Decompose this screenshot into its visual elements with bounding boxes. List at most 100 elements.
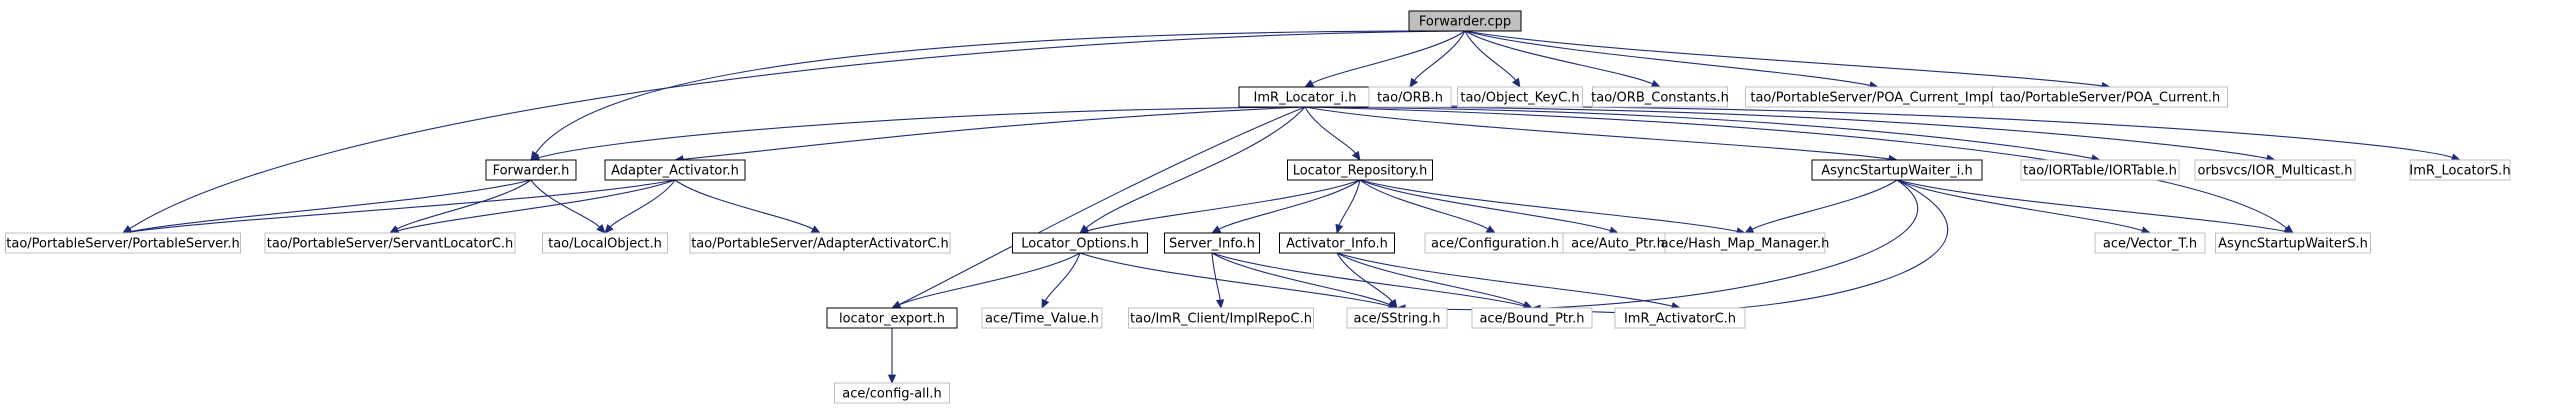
- node-box-server_info_h: [1164, 232, 1260, 254]
- node-ace_vector_t_h: ace/Vector_T.h: [2094, 232, 2206, 254]
- edge-forwarder_cpp-to-imr_locator_i_h: [1311, 30, 1466, 84]
- node-label-server_info_h: Server_Info.h: [1169, 237, 1255, 252]
- node-forwarder_h: Forwarder.h: [485, 159, 577, 181]
- edge-forwarder_cpp-to-tao_object_keyc_h: [1464, 30, 1517, 81]
- node-box-asyncstartupwaiter_i_h: [1811, 159, 1983, 181]
- node-box-locator_export_h: [826, 307, 958, 329]
- edge-activator_info_h-to-ace_sstring_h: [1336, 252, 1393, 302]
- node-label-ace_time_value_h: ace/Time_Value.h: [985, 312, 1099, 327]
- node-box-ace_vector_t_h: [2094, 232, 2206, 254]
- arrowhead-asyncstartupwaiter_i_h-to-ace_hash_map_manager_h: [1744, 225, 1755, 234]
- node-box-ace_sstring_h: [1346, 307, 1448, 329]
- node-label-asyncstartupwaiter_i_h: AsyncStartupWaiter_i.h: [1821, 164, 1973, 179]
- arrowhead-locator_options_h-to-ace_time_value_h: [1041, 298, 1050, 309]
- node-label-poa_current_h: tao/PortableServer/POA_Current.h: [2000, 91, 2220, 106]
- arrowhead-locator_repository_h-to-ace_configuration_h: [1485, 225, 1496, 234]
- arrowhead-forwarder_cpp-to-tao_orb_constants_h: [1650, 79, 1661, 88]
- node-label-iortable_h: tao/IORTable/IORTable.h: [2023, 164, 2177, 179]
- node-poa_current_impl_h: tao/PortableServer/POA_Current_Impl.h: [1745, 86, 2011, 108]
- edge-locator_repository_h-to-server_info_h: [1218, 179, 1361, 230]
- node-label-forwarder_cpp: Forwarder.cpp: [1419, 15, 1511, 30]
- node-tao_object_keyc_h: tao/Object_KeyC.h: [1457, 86, 1583, 108]
- node-label-adapter_activator_h: Adapter_Activator.h: [611, 164, 739, 179]
- node-asyncstartupwaiter_i_h: AsyncStartupWaiter_i.h: [1811, 159, 1983, 181]
- node-activator_info_h: Activator_Info.h: [1279, 232, 1395, 254]
- node-iortable_h: tao/IORTable/IORTable.h: [2020, 159, 2180, 181]
- edge-server_info_h-to-ace_sstring_h: [1211, 252, 1390, 306]
- node-box-imr_locators_h: [2409, 159, 2511, 181]
- edge-activator_info_h-to-ace_bound_ptr_h: [1336, 252, 1525, 306]
- node-label-ace_config_all_h: ace/config-all.h: [842, 387, 942, 402]
- edge-server_info_h-to-implrepoc_h: [1211, 252, 1221, 301]
- edge-asyncstartupwaiter_i_h-to-asyncstartupwaiters_h: [1896, 179, 2286, 232]
- node-box-tao_object_keyc_h: [1457, 86, 1583, 108]
- node-label-localobject_h: tao/LocalObject.h: [548, 237, 662, 252]
- arrowhead-adapter_activator_h-to-adapteractivatorc_h: [810, 225, 821, 234]
- node-label-ace_auto_ptr_h: ace/Auto_Ptr.h: [1571, 237, 1665, 252]
- edge-forwarder_h-to-servantlocatorc_h: [396, 179, 532, 230]
- node-portableserver_h: tao/PortableServer/PortableServer.h: [5, 232, 241, 254]
- node-label-portableserver_h: tao/PortableServer/PortableServer.h: [6, 237, 239, 252]
- edge-imr_locator_i_h-to-asyncstartupwaiters_h: [1304, 106, 2288, 229]
- edge-locator_options_h-to-ace_sstring_h: [1079, 252, 1390, 307]
- node-box-portableserver_h: [5, 232, 241, 254]
- node-box-ace_config_all_h: [834, 382, 950, 404]
- node-label-imr_locator_i_h: ImR_Locator_i.h: [1254, 91, 1357, 106]
- edge-adapter_activator_h-to-adapteractivatorc_h: [674, 179, 814, 230]
- node-implrepoc_h: tao/ImR_Client/ImplRepoC.h: [1128, 307, 1314, 329]
- edge-forwarder_cpp-to-forwarder_h: [535, 30, 1466, 154]
- node-label-tao_orb_constants_h: tao/ORB_Constants.h: [1591, 91, 1729, 106]
- edge-adapter_activator_h-to-localobject_h: [609, 179, 676, 228]
- node-ace_auto_ptr_h: ace/Auto_Ptr.h: [1562, 232, 1674, 254]
- node-box-poa_current_h: [1992, 86, 2228, 108]
- node-box-adapter_activator_h: [604, 159, 746, 181]
- node-adapteractivatorc_h: tao/PortableServer/AdapterActivatorC.h: [689, 232, 951, 254]
- node-tao_orb_constants_h: tao/ORB_Constants.h: [1591, 86, 1729, 108]
- node-label-ace_bound_ptr_h: ace/Bound_Ptr.h: [1479, 312, 1584, 327]
- node-localobject_h: tao/LocalObject.h: [542, 232, 668, 254]
- node-box-ior_multicast_h: [2194, 159, 2356, 181]
- edge-locator_options_h-to-ace_time_value_h: [1044, 252, 1081, 302]
- arrowhead-adapter_activator_h-to-localobject_h: [604, 223, 614, 234]
- node-ior_multicast_h: orbsvcs/IOR_Multicast.h: [2194, 159, 2356, 181]
- edge-imr_locator_i_h-to-forwarder_h: [538, 106, 1306, 159]
- node-label-ace_sstring_h: ace/SString.h: [1354, 312, 1441, 327]
- arrowhead-locator_repository_h-to-server_info_h: [1211, 225, 1222, 234]
- node-label-tao_object_keyc_h: tao/Object_KeyC.h: [1460, 91, 1579, 106]
- node-asyncstartupwaiters_h: AsyncStartupWaiterS.h: [2215, 232, 2371, 254]
- node-label-locator_repository_h: Locator_Repository.h: [1293, 164, 1428, 179]
- edge-forwarder_h-to-portableserver_h: [130, 179, 532, 233]
- node-label-implrepoc_h: tao/ImR_Client/ImplRepoC.h: [1130, 312, 1312, 327]
- node-box-locator_repository_h: [1287, 159, 1433, 181]
- arrowhead-server_info_h-to-implrepoc_h: [1216, 299, 1225, 309]
- node-label-servantlocatorc_h: tao/PortableServer/ServantLocatorC.h: [267, 237, 514, 252]
- node-box-forwarder_cpp: [1408, 10, 1522, 32]
- arrowhead-activator_info_h-to-ace_bound_ptr_h: [1522, 300, 1533, 309]
- node-label-locator_options_h: Locator_Options.h: [1021, 237, 1139, 252]
- edges-layer: [122, 30, 2461, 384]
- node-ace_time_value_h: ace/Time_Value.h: [981, 307, 1103, 329]
- node-locator_repository_h: Locator_Repository.h: [1287, 159, 1433, 181]
- node-ace_sstring_h: ace/SString.h: [1346, 307, 1448, 329]
- node-box-activator_info_h: [1279, 232, 1395, 254]
- node-server_info_h: Server_Info.h: [1164, 232, 1260, 254]
- edge-adapter_activator_h-to-servantlocatorc_h: [397, 179, 676, 232]
- arrowhead-forwarder_h-to-localobject_h: [596, 224, 606, 234]
- node-label-imr_activatorc_h: ImR_ActivatorC.h: [1624, 312, 1736, 327]
- node-box-ace_hash_map_manager_h: [1664, 232, 1826, 254]
- edge-forwarder_cpp-to-tao_orb_h: [1413, 30, 1466, 81]
- node-box-ace_bound_ptr_h: [1471, 307, 1593, 329]
- arrowhead-forwarder_cpp-to-imr_locator_i_h: [1304, 79, 1315, 88]
- node-box-iortable_h: [2020, 159, 2180, 181]
- arrowhead-activator_info_h-to-ace_sstring_h: [1388, 298, 1398, 309]
- edge-asyncstartupwaiter_i_h-to-ace_vector_t_h: [1896, 179, 2143, 232]
- edge-adapter_activator_h-to-portableserver_h: [130, 179, 676, 233]
- arrowhead-locator_repository_h-to-activator_info_h: [1335, 223, 1344, 234]
- node-imr_activatorc_h: ImR_ActivatorC.h: [1614, 307, 1746, 329]
- node-servantlocatorc_h: tao/PortableServer/ServantLocatorC.h: [264, 232, 516, 254]
- node-tao_orb_h: tao/ORB.h: [1368, 86, 1452, 108]
- edge-imr_locator_i_h-to-locator_export_h: [898, 106, 1306, 306]
- edge-forwarder_cpp-to-poa_current_h: [1464, 30, 2103, 87]
- node-ace_config_all_h: ace/config-all.h: [834, 382, 950, 404]
